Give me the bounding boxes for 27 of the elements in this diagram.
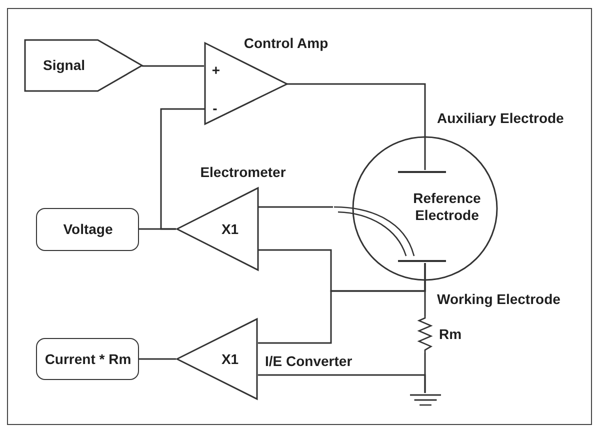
wire [287,83,426,170]
wire [160,108,205,230]
electrode-label: Auxiliary Electrode [437,110,564,126]
wire [139,358,176,360]
amplifier-label: I/E Converter [265,353,352,369]
output-box: Voltage [36,208,139,251]
amplifier-label: Electrometer [200,164,286,180]
wire [424,263,426,316]
polarity-sign: - [212,100,218,116]
gain-label: X1 [221,221,239,237]
output-box: Current * Rm [36,338,139,380]
electrode-label: Reference Electrode [412,190,482,224]
electrode-plate [398,170,446,174]
op-amp-symbol: X1 [176,318,258,400]
electrochemical-cell [352,136,498,281]
electrode-plate [398,259,446,263]
ground-symbol [409,393,442,407]
polarity-sign: + [212,62,220,78]
amplifier-label: Control Amp [244,35,328,51]
wire [139,228,176,230]
resistor-symbol [418,316,432,353]
wire [142,65,204,67]
wire [258,206,333,208]
electrode-label: Working Electrode [437,291,560,307]
resistor-label: Rm [439,326,462,342]
signal-source-block: Signal [24,39,143,92]
wire [258,374,426,393]
